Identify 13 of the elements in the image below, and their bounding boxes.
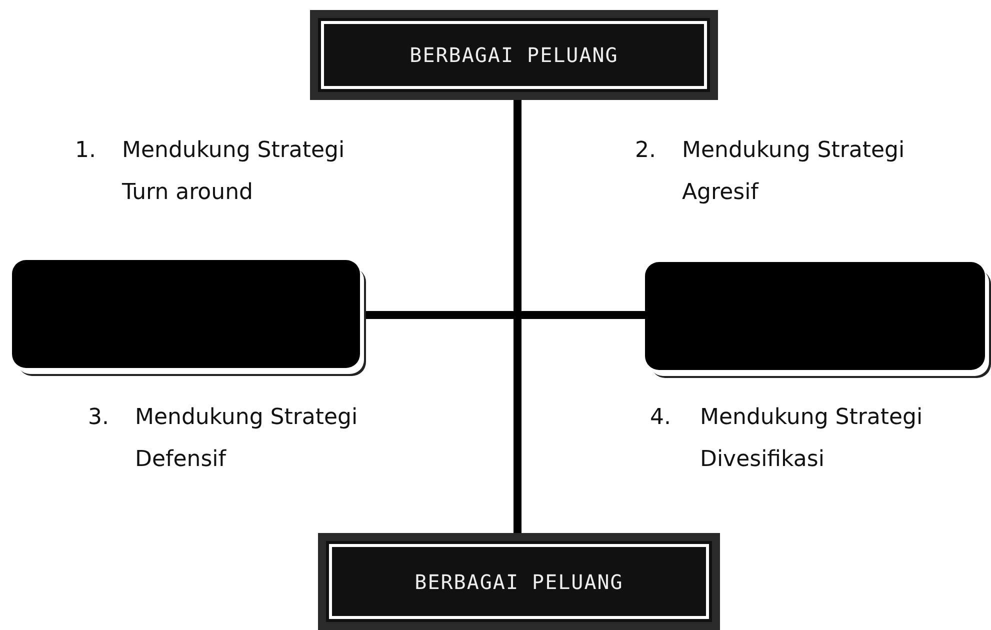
- strategy-label: Mendukung Strategi Defensif: [135, 404, 359, 474]
- list-number: 2.: [635, 137, 657, 165]
- rounded-box: [645, 262, 985, 370]
- strategy-label: Mendukung Strategi Divesifikasi: [700, 404, 924, 474]
- list-number: 1.: [75, 137, 97, 165]
- title-band: BERBAGAI PELUANG: [310, 10, 718, 100]
- list-number: 4.: [650, 404, 672, 432]
- connector-line: [514, 100, 522, 533]
- rounded-box: [12, 260, 360, 368]
- title-band: BERBAGAI PELUANG: [318, 533, 720, 630]
- strategy-label: Mendukung Strategi Turn around: [122, 137, 346, 207]
- list-number: 3.: [88, 404, 110, 432]
- strategy-label: Mendukung Strategi Agresif: [682, 137, 906, 207]
